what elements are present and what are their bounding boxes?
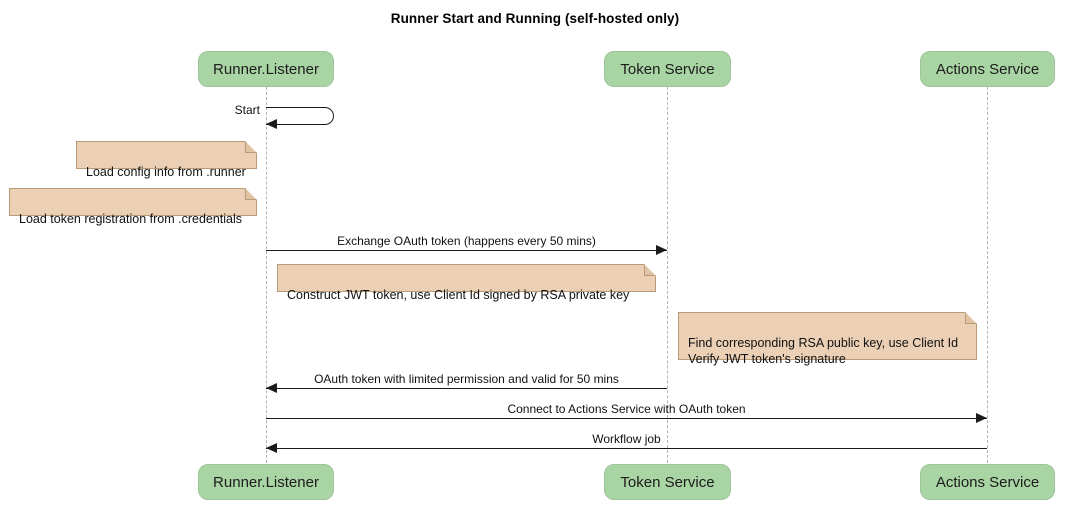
msg-connect-actions-line (266, 418, 987, 419)
msg-exchange-oauth-label: Exchange OAuth token (happens every 50 m… (337, 234, 596, 248)
participant-label: Runner.Listener (213, 473, 319, 491)
participant-runner-bottom[interactable]: Runner.Listener (198, 464, 334, 500)
lifeline-runner (266, 87, 267, 463)
participant-label: Actions Service (935, 473, 1040, 491)
note-load-config: Load config info from .runner (76, 141, 257, 179)
participant-actions-bottom[interactable]: Actions Service (920, 464, 1055, 500)
participant-actions-top[interactable]: Actions Service (920, 51, 1055, 87)
participant-label: Token Service (620, 60, 715, 78)
participant-label: Actions Service (935, 60, 1040, 78)
note-text: Construct JWT token, use Client Id signe… (287, 288, 630, 302)
msg-workflow-job-arrowhead (266, 443, 277, 453)
msg-connect-actions-label: Connect to Actions Service with OAuth to… (507, 402, 746, 416)
msg-oauth-token-arrowhead (266, 383, 277, 393)
participant-label: Token Service (620, 473, 715, 491)
self-message-start-arrowhead (266, 119, 277, 129)
diagram-title: Runner Start and Running (self-hosted on… (390, 11, 680, 26)
note-text: Find corresponding RSA public key, use C… (688, 336, 959, 366)
msg-workflow-job-line (266, 448, 987, 449)
self-message-start-label: Start (234, 103, 260, 117)
note-text: Load token registration from .credential… (19, 212, 243, 226)
note-verify-jwt: Find corresponding RSA public key, use C… (678, 312, 977, 366)
msg-oauth-token-line (266, 388, 667, 389)
msg-connect-actions-arrowhead (976, 413, 987, 423)
self-message-start-loop (266, 107, 334, 125)
msg-oauth-token-label: OAuth token with limited permission and … (314, 372, 619, 386)
participant-token-bottom[interactable]: Token Service (604, 464, 731, 500)
msg-workflow-job-label: Workflow job (592, 432, 661, 446)
note-text: Load config info from .runner (86, 165, 246, 179)
msg-exchange-oauth-arrowhead (656, 245, 667, 255)
msg-exchange-oauth-line (266, 250, 667, 251)
participant-runner-top[interactable]: Runner.Listener (198, 51, 334, 87)
lifeline-actions (987, 87, 988, 463)
lifeline-token (667, 87, 668, 463)
note-construct-jwt: Construct JWT token, use Client Id signe… (277, 264, 656, 302)
participant-label: Runner.Listener (213, 60, 319, 78)
participant-token-top[interactable]: Token Service (604, 51, 731, 87)
note-load-token: Load token registration from .credential… (9, 188, 257, 226)
